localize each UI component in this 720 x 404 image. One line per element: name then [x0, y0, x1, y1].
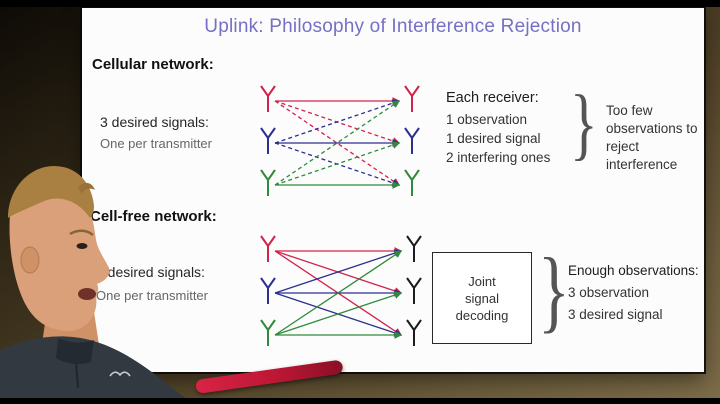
presenter-collar: [56, 338, 94, 365]
letterbox-top: [0, 0, 720, 7]
receiver-interfering-line: 2 interfering ones: [446, 150, 551, 165]
cellfree-brace: }: [538, 239, 570, 341]
cellular-per-transmitter-label: One per transmitter: [100, 136, 212, 151]
decoder-line-2: signal: [465, 290, 499, 306]
three-observation-line: 3 observation: [568, 285, 650, 300]
presenter-mouth: [78, 288, 96, 300]
cellfree-desired-signals-label: 3 desired signals:: [96, 264, 205, 280]
each-receiver-block: Each receiver: 1 observation 1 desired s…: [446, 90, 550, 167]
presenter-ear: [20, 246, 40, 274]
cellular-brace: }: [570, 80, 598, 168]
receiver-observation-line: 1 observation: [446, 112, 528, 127]
letterbox-bottom: [0, 398, 720, 404]
cellfree-network-heading: Cell-free network:: [90, 208, 217, 225]
cellular-desired-signals-label: 3 desired signals:: [100, 114, 209, 130]
cellular-antenna-diagram: [260, 85, 420, 196]
each-receiver-heading: Each receiver:: [446, 90, 539, 106]
cellfree-antenna-diagram: [260, 235, 422, 346]
too-few-observations-note: Too few observations to reject interfere…: [606, 103, 698, 172]
presenter-hair: [8, 166, 94, 218]
presenter-placket: [75, 361, 79, 389]
enough-observations-heading: Enough observations:: [568, 263, 699, 278]
enough-observations-note: Enough observations: 3 observation 3 des…: [568, 260, 699, 326]
presentation-slide: Uplink: Philosophy of Interference Rejec…: [82, 8, 704, 372]
joint-signal-decoding-box: Joint signal decoding: [432, 252, 532, 344]
decoder-line-1: Joint: [468, 273, 496, 289]
presenter-eye: [76, 243, 88, 249]
slide-title: Uplink: Philosophy of Interference Rejec…: [204, 16, 582, 37]
presenter: [0, 166, 199, 404]
cellular-network-heading: Cellular network:: [92, 56, 214, 73]
presenter-eyebrow: [69, 229, 94, 237]
presenter-hair-tuft: [78, 182, 95, 194]
presenter-shirt: [0, 336, 199, 404]
cellfree-per-transmitter-label: One per transmitter: [96, 288, 208, 303]
shirt-logo-icon: [109, 371, 131, 377]
three-desired-signal-line: 3 desired signal: [568, 307, 663, 322]
decoder-line-3: decoding: [455, 307, 509, 323]
receiver-desired-line: 1 desired signal: [446, 131, 541, 146]
